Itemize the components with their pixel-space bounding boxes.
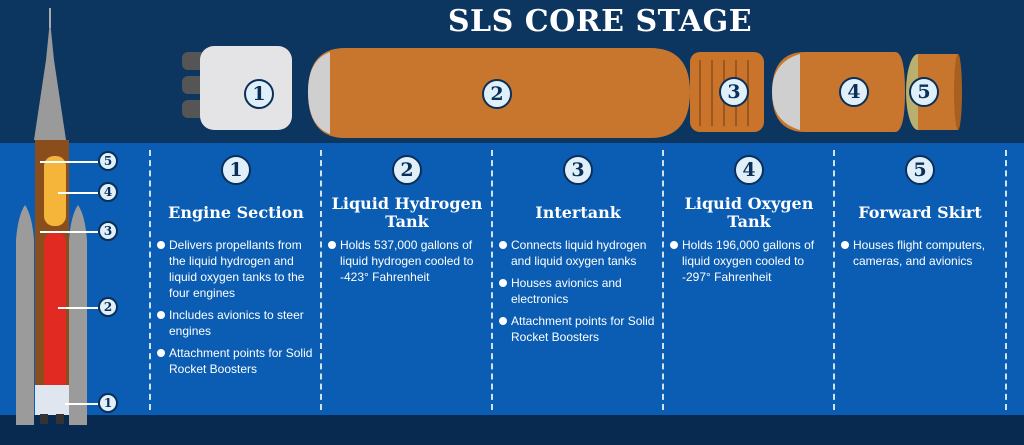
bullet: Houses avionics and electronics (499, 275, 661, 307)
rocket-label-1: 1 (98, 393, 118, 413)
section-number: 4 (734, 155, 764, 185)
leader-line-1 (65, 403, 98, 405)
section-lox-tank: 4 Liquid Oxygen Tank Holds 196,000 gallo… (666, 155, 832, 291)
leader-line-4 (58, 192, 98, 194)
rocket-cutaway (16, 8, 87, 425)
component-badge-3: 3 (719, 77, 749, 107)
section-title: Liquid Oxygen Tank (684, 194, 814, 231)
component-badge-2: 2 (482, 79, 512, 109)
component-badge-1: 1 (244, 79, 274, 109)
info-band (0, 143, 1024, 415)
section-number: 5 (905, 155, 935, 185)
section-intertank: 3 Intertank Connects liquid hydrogen and… (495, 155, 661, 351)
engine-section-illustration (182, 46, 292, 130)
rocket-label-5: 5 (98, 151, 118, 171)
bullet: Holds 537,000 gallons of liquid hydrogen… (328, 237, 490, 285)
section-number: 3 (563, 155, 593, 185)
bullet: Attachment points for Solid Rocket Boost… (157, 345, 319, 377)
bullet: Attachment points for Solid Rocket Boost… (499, 313, 661, 345)
section-number: 2 (392, 155, 422, 185)
lox-tank-illustration (772, 52, 905, 132)
section-title: Forward Skirt (858, 203, 982, 222)
leader-line-2 (58, 307, 98, 309)
column-divider (1005, 150, 1007, 410)
leader-line-5 (40, 161, 98, 163)
page-title: SLS CORE STAGE (447, 4, 753, 39)
section-forward-skirt: 5 Forward Skirt Houses flight computers,… (837, 155, 1003, 275)
column-divider (320, 150, 322, 410)
column-divider (149, 150, 151, 410)
bullet: Delivers propellants from the liquid hyd… (157, 237, 319, 301)
section-number: 1 (221, 155, 251, 185)
column-divider (833, 150, 835, 410)
section-title: Engine Section (168, 203, 304, 222)
rocket-label-2: 2 (98, 297, 118, 317)
column-divider (491, 150, 493, 410)
footer-band (0, 415, 1024, 445)
leader-line-3 (40, 231, 98, 233)
component-badge-5: 5 (909, 77, 939, 107)
column-divider (662, 150, 664, 410)
rocket-label-3: 3 (98, 221, 118, 241)
bullet: Holds 196,000 gallons of liquid oxygen c… (670, 237, 832, 285)
bullet: Connects liquid hydrogen and liquid oxyg… (499, 237, 661, 269)
bullet: Houses flight computers, cameras, and av… (841, 237, 1003, 269)
section-engine: 1 Engine Section Delivers propellants fr… (153, 155, 319, 383)
core-stage-components (182, 46, 962, 138)
rocket-label-4: 4 (98, 182, 118, 202)
component-badge-4: 4 (839, 77, 869, 107)
section-title: Liquid Hydrogen Tank (331, 194, 483, 231)
section-title: Intertank (535, 203, 621, 222)
bullet: Includes avionics to steer engines (157, 307, 319, 339)
section-lh2-tank: 2 Liquid Hydrogen Tank Holds 537,000 gal… (324, 155, 490, 291)
